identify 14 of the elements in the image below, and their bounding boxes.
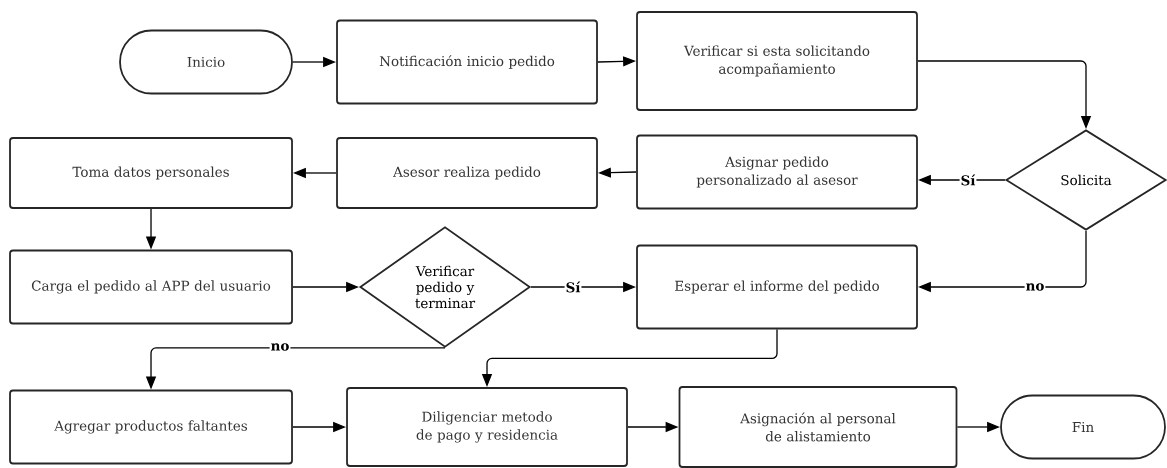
process-box: Verificar si esta solicitando acompañamiento	[636, 11, 918, 111]
edge-label: Sí	[959, 173, 977, 187]
process-box: Agregar productos faltantes	[9, 389, 293, 465]
process-box: Toma datos personales	[9, 137, 293, 209]
process-box: Esperar el informe del pedido	[636, 244, 918, 330]
edge-label: Sí	[564, 280, 582, 294]
process-box: Diligenciar metodo de pago y residencia	[346, 387, 628, 467]
process-box: Carga el pedido al APP del usuario	[9, 249, 293, 325]
edge-label: no	[269, 342, 291, 352]
process-box: Asesor realiza pedido	[336, 137, 598, 209]
process-box: Asignación al personal de alistamiento	[678, 386, 958, 468]
edge-label: no	[1024, 282, 1046, 292]
process-box: Notificación inicio pedido	[336, 19, 598, 105]
process-box: Asignar pedido personalizado al asesor	[636, 134, 918, 210]
